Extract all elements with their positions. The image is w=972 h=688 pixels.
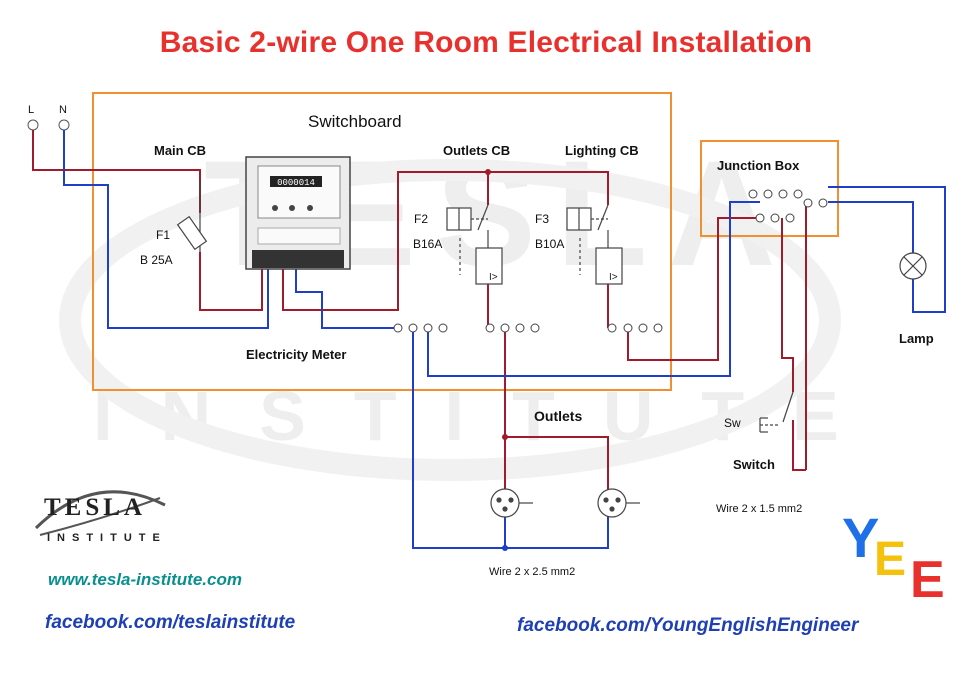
terminal-strips: [393, 189, 828, 333]
yee-logo-e1: E: [874, 533, 907, 586]
logo-sub: INSTITUTE: [47, 532, 167, 544]
logo-word: TESLA: [44, 494, 146, 521]
page-title: Basic 2-wire One Room Electrical Install…: [159, 26, 813, 59]
junction-dots: [485, 169, 508, 440]
sw-label: Sw: [724, 416, 741, 430]
facebook-tesla-link[interactable]: facebook.com/teslainstitute: [45, 612, 296, 633]
svg-text:I>: I>: [609, 272, 618, 283]
watermark-swoosh: [59, 159, 841, 481]
lamp-label: Lamp: [899, 331, 934, 346]
outlet-right-symbol: [597, 488, 640, 518]
f2-rating: B16A: [413, 237, 443, 251]
tesla-logo: [34, 490, 166, 536]
facebook-yee-link[interactable]: facebook.com/YoungEnglishEngineer: [517, 615, 859, 636]
electricity-meter-label: Electricity Meter: [246, 347, 347, 362]
meter-reading: 0000014: [277, 178, 315, 188]
wire-lighting-label: Wire 2 x 1.5 mm2: [716, 503, 803, 515]
f2-label: F2: [414, 212, 429, 226]
f1-label: F1: [156, 228, 171, 242]
terminal-n: [58, 119, 70, 131]
yee-logo-e2: E: [910, 551, 945, 609]
f1-rating: B 25A: [140, 253, 173, 267]
lamp-symbol: [899, 252, 927, 280]
switch-symbol: [759, 391, 794, 433]
switchboard-box: [92, 92, 672, 391]
neutral-wires: [63, 130, 946, 549]
outlet-left-symbol: [490, 488, 533, 518]
outlets-cb-label: Outlets CB: [443, 143, 511, 158]
junction-box-label: Junction Box: [717, 158, 800, 173]
outlets-label: Outlets: [534, 408, 583, 424]
main-cb-symbol: [176, 180, 208, 252]
lighting-cb-symbol: I>: [566, 204, 623, 285]
yee-logo-y: Y: [842, 506, 880, 569]
wire-outlets-label: Wire 2 x 2.5 mm2: [489, 566, 576, 578]
terminal-n-label: N: [59, 104, 67, 116]
junction-box: [700, 140, 839, 237]
f3-label: F3: [535, 212, 550, 226]
lighting-cb-label: Lighting CB: [565, 143, 639, 158]
switchboard-label: Switchboard: [308, 112, 402, 131]
svg-text:I>: I>: [489, 272, 498, 283]
live-wires: [32, 130, 807, 498]
terminal-l-label: L: [28, 104, 35, 116]
terminal-l: [27, 119, 39, 131]
switch-label: Switch: [733, 457, 775, 472]
main-cb-label: Main CB: [154, 143, 206, 158]
outlets-cb-symbol: I>: [446, 204, 503, 285]
f3-rating: B10A: [535, 237, 565, 251]
electricity-meter: [245, 156, 351, 270]
website-link[interactable]: www.tesla-institute.com: [48, 570, 242, 589]
